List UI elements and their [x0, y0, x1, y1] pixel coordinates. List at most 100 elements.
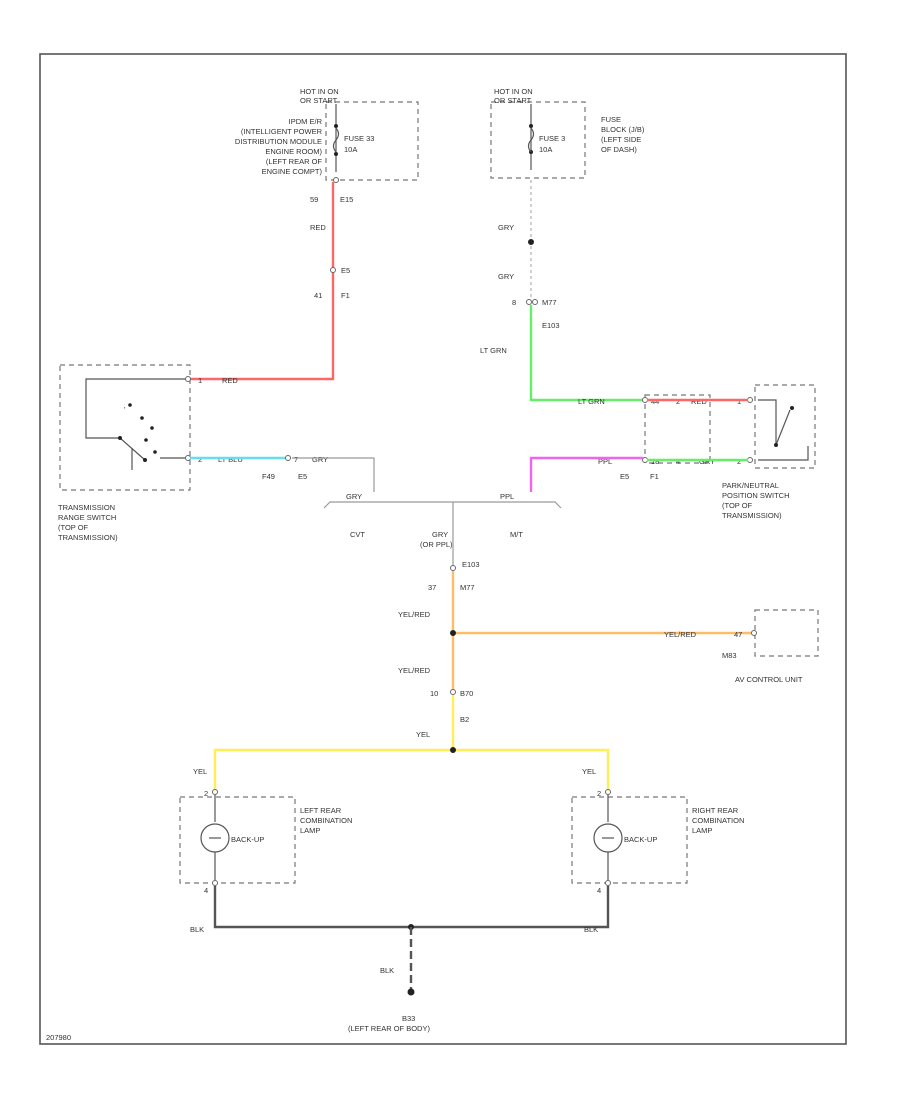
jb-desc-4: OF DASH): [601, 145, 637, 154]
trs-wire-lt-blu: LT BLU: [218, 455, 243, 464]
trs-conn-e5: E5: [298, 472, 307, 481]
ground-wire: BLK: [380, 966, 394, 975]
pnp-conn-f1: F1: [650, 472, 659, 481]
junction-conn-b70: B70: [460, 689, 473, 698]
pnp-wire-ppl: PPL: [598, 457, 612, 466]
junction-conn-b2: B2: [460, 715, 469, 724]
trs-contact-mark: ': [124, 405, 126, 414]
jb-fuse-amp: 10A: [539, 145, 552, 154]
jb-hot-label-2: OR START: [494, 96, 532, 105]
trs-conn-f49: F49: [262, 472, 275, 481]
wire-right-pin-8: 8: [512, 298, 516, 307]
pnp-wire-red: RED: [691, 397, 707, 406]
ipdm-desc-2: (INTELLIGENT POWER: [241, 127, 323, 136]
wire-blk-bottom: [213, 886, 610, 929]
left-lamp-name-2: COMBINATION: [300, 816, 352, 825]
left-lamp-bulb: BACK-UP: [231, 835, 264, 844]
wire-right-gry-1: GRY: [498, 223, 514, 232]
av-control-unit: YEL/RED 47 M83 AV CONTROL UNIT: [664, 609, 819, 684]
junction-gry: GRY: [346, 492, 362, 501]
junction-cvt: CVT: [350, 530, 365, 539]
ground-point-icon: [407, 988, 415, 996]
junction-pin-37: 37: [428, 583, 436, 592]
pnp-name-3: (TOP OF: [722, 501, 753, 510]
cvt-mt-junction: GRY PPL CVT M/T GRY (OR PPL) E103 37 M77: [323, 492, 562, 592]
av-conn: M83: [722, 651, 737, 660]
park-neutral-position-switch: 1 2 LT GRN RED PPL GRY 44 2 18 4 E5 F1 P…: [578, 384, 816, 520]
wire-yel-lamps: [213, 748, 610, 790]
pnp-pin-4: 4: [676, 457, 680, 466]
junction-yel-red-1: YEL/RED: [398, 610, 431, 619]
ground-id: B33: [402, 1014, 415, 1023]
junction-mid-1: GRY: [432, 530, 448, 539]
ipdm-fuse-label: FUSE 33: [344, 134, 374, 143]
junction-conn-e103: E103: [462, 560, 480, 569]
ground-location: (LEFT REAR OF BODY): [348, 1024, 430, 1033]
left-lamp-name-3: LAMP: [300, 826, 320, 835]
wire-left-conn-e5: E5: [341, 266, 350, 275]
wire-gry-to-junction: [292, 457, 375, 492]
wire-left-pin-41: 41: [314, 291, 322, 300]
ipdm-desc-1: IPDM E/R: [289, 117, 323, 126]
pnp-name-4: TRANSMISSION): [722, 511, 782, 520]
jb-fuse-box: HOT IN ON OR START FUSE 3 10A FUSE BLOCK…: [490, 87, 645, 179]
junction-ppl: PPL: [500, 492, 514, 501]
right-lamp-wire-out: BLK: [584, 925, 598, 934]
junction-mt: M/T: [510, 530, 523, 539]
trs-conn-pin-7: 7: [294, 455, 298, 464]
pnp-name-2: POSITION SWITCH: [722, 491, 790, 500]
trs-name-2: RANGE SWITCH: [58, 513, 116, 522]
ipdm-desc-5: (LEFT REAR OF: [266, 157, 323, 166]
pnp-pin-44: 44: [651, 397, 659, 406]
left-lamp-wire-out: BLK: [190, 925, 204, 934]
trs-name-1: TRANSMISSION: [58, 503, 115, 512]
right-rear-combination-lamp: YEL 2 BACK-UP 4 RIGHT REAR COMBINATION L…: [571, 767, 744, 895]
ipdm-desc-3: DISTRIBUTION MODULE: [235, 137, 322, 146]
trs-pin-2: 2: [198, 455, 202, 464]
pnp-pin-18: 18: [651, 457, 659, 466]
trs-name-3: (TOP OF: [58, 523, 89, 532]
pnp-pin-1: 1: [737, 397, 741, 406]
footer-code: 207980: [46, 1033, 71, 1042]
left-lamp-pin-bot: 4: [204, 886, 208, 895]
wire-right-conn-e103: E103: [542, 321, 560, 330]
right-lamp-wire-in: YEL: [582, 767, 596, 776]
ipdm-desc-6: ENGINE COMPT): [262, 167, 323, 176]
right-lamp-name-3: LAMP: [692, 826, 712, 835]
left-rear-combination-lamp: YEL 2 BACK-UP 4 LEFT REAR COMBINATION LA…: [179, 767, 352, 895]
av-pin: 47: [734, 630, 742, 639]
ipdm-conn-e15: E15: [340, 195, 353, 204]
wire-right-lt-grn: LT GRN: [480, 346, 507, 355]
trs-conn-gry: GRY: [312, 455, 328, 464]
wire-lt-grn-right: [529, 305, 645, 402]
pnp-conn-e5: E5: [620, 472, 629, 481]
wire-right-conn-m77: M77: [542, 298, 557, 307]
trs-pin-1: 1: [198, 376, 202, 385]
ipdm-hot-label-1: HOT IN ON: [300, 87, 339, 96]
pnp-wire-lt-grn: LT GRN: [578, 397, 605, 406]
diagram-frame: [39, 53, 847, 1045]
ipdm-desc-4: ENGINE ROOM): [265, 147, 322, 156]
wire-right-gry-2: GRY: [498, 272, 514, 281]
junction-mid-2: (OR PPL): [420, 540, 453, 549]
left-lamp-wire-in: YEL: [193, 767, 207, 776]
junction-yel-red-2: YEL/RED: [398, 666, 431, 675]
pnp-wire-gry: GRY: [699, 457, 715, 466]
pnp-name-1: PARK/NEUTRAL: [722, 481, 779, 490]
pnp-pin-2a: 2: [676, 397, 680, 406]
left-lamp-pin-top: 2: [204, 789, 208, 798]
av-name: AV CONTROL UNIT: [735, 675, 803, 684]
ipdm-fuse-box: HOT IN ON OR START FUSE 33 10A IPDM E/R …: [235, 87, 419, 204]
av-wire: YEL/RED: [664, 630, 697, 639]
wire-red-label: RED: [310, 223, 326, 232]
wire-pnp-ppl: [529, 456, 643, 492]
jb-desc-1: FUSE: [601, 115, 621, 124]
wire-left-pin-f1: F1: [341, 291, 350, 300]
jb-desc-2: BLOCK (J/B): [601, 125, 645, 134]
left-lamp-name-1: LEFT REAR: [300, 806, 342, 815]
junction-conn-10: 10: [430, 689, 438, 698]
right-lamp-pin-bot: 4: [597, 886, 601, 895]
jb-desc-3: (LEFT SIDE: [601, 135, 641, 144]
trs-name-4: TRANSMISSION): [58, 533, 118, 542]
ipdm-hot-label-2: OR START: [300, 96, 338, 105]
